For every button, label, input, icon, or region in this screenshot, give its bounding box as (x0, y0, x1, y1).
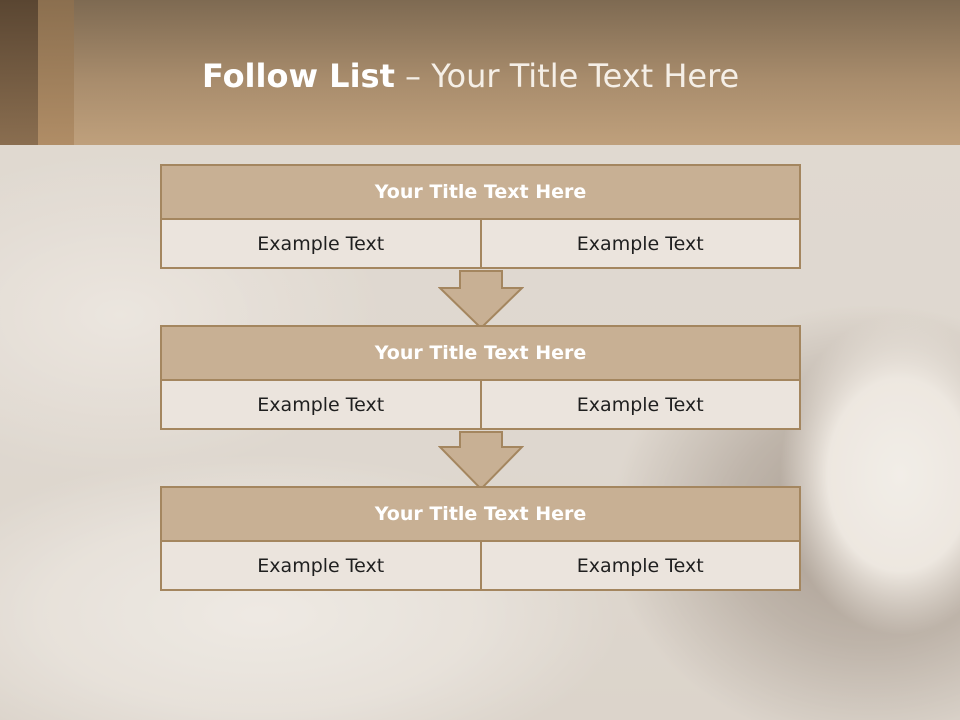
block-cell-left: Example Text (160, 220, 482, 269)
block-row: Example Text Example Text (160, 381, 801, 430)
follow-block-1: Your Title Text Here Example Text Exampl… (160, 164, 801, 269)
block-row: Example Text Example Text (160, 220, 801, 269)
block-row: Example Text Example Text (160, 542, 801, 591)
block-cell-right: Example Text (479, 220, 801, 269)
slide-title: Follow List – Your Title Text Here (202, 56, 739, 96)
header-stripe-light (38, 0, 74, 145)
block-cell-right: Example Text (479, 381, 801, 430)
follow-block-3: Your Title Text Here Example Text Exampl… (160, 486, 801, 591)
block-title: Your Title Text Here (160, 325, 801, 381)
block-cell-left: Example Text (160, 381, 482, 430)
header-stripe-dark (0, 0, 38, 145)
block-cell-left: Example Text (160, 542, 482, 591)
slide-title-rest: – Your Title Text Here (405, 57, 740, 95)
header-bar (0, 0, 960, 145)
block-cell-right: Example Text (479, 542, 801, 591)
follow-block-2: Your Title Text Here Example Text Exampl… (160, 325, 801, 430)
block-title: Your Title Text Here (160, 486, 801, 542)
down-arrow-icon (438, 431, 524, 491)
down-arrow-icon (438, 270, 524, 330)
slide-title-strong: Follow List (202, 57, 395, 95)
block-title: Your Title Text Here (160, 164, 801, 220)
